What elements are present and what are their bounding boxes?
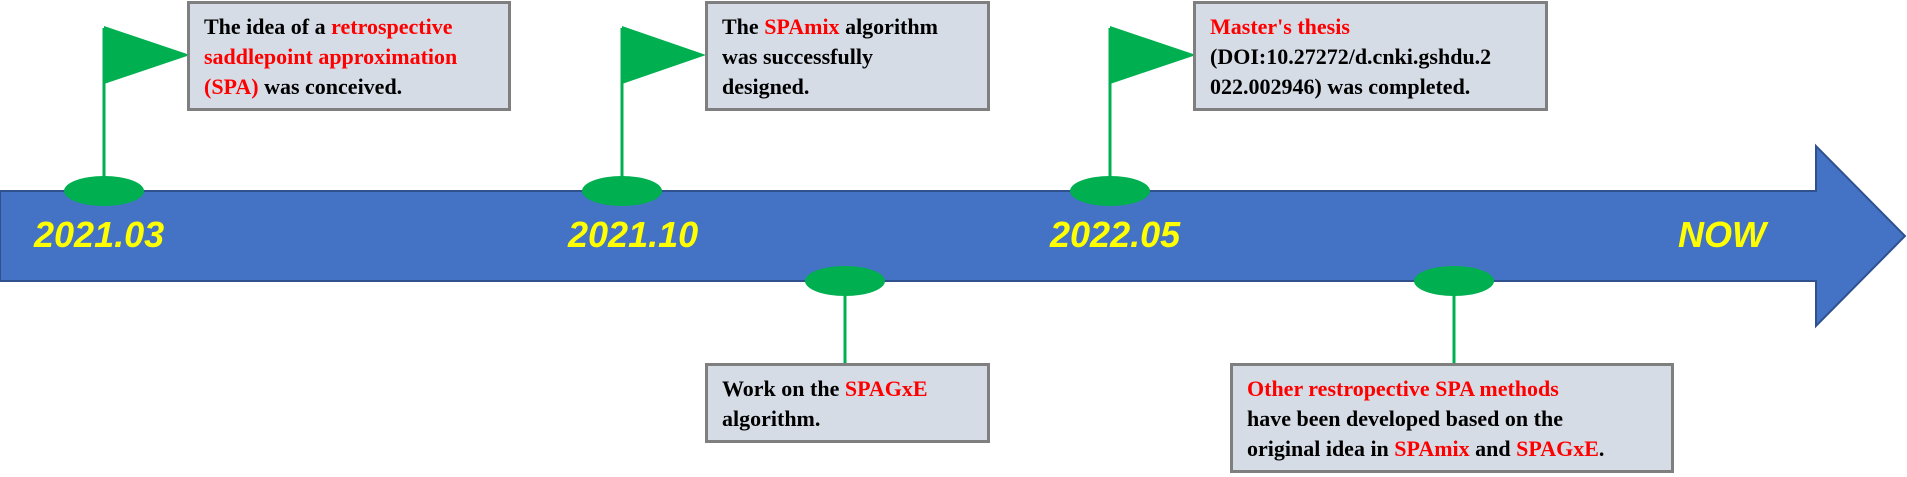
note-highlight: SPAGxE bbox=[1516, 436, 1599, 461]
note-text: was conceived. bbox=[258, 74, 403, 99]
note-text: The idea of a bbox=[204, 14, 332, 39]
note-text: algorithm. bbox=[722, 406, 821, 431]
note-text: have been developed based on the bbox=[1247, 406, 1563, 431]
date-label-now: NOW bbox=[1678, 214, 1766, 255]
note-text: designed. bbox=[722, 74, 810, 99]
note-text: algorithm bbox=[839, 14, 938, 39]
note-highlight: saddlepoint approximation bbox=[204, 44, 458, 69]
date-label-2022-05: 2022.05 bbox=[1050, 214, 1181, 255]
note-highlight: SPAGxE bbox=[844, 376, 928, 401]
note-text: 022.002946) was completed. bbox=[1210, 74, 1471, 99]
flag-marker-2022-05 bbox=[1070, 26, 1196, 206]
note-highlight: (SPA) bbox=[204, 74, 259, 99]
flag-marker-2021-10 bbox=[582, 26, 706, 206]
note-highlight: Other restropective SPA methods bbox=[1247, 376, 1559, 401]
note-highlight: SPAmix bbox=[1394, 436, 1470, 461]
note-text: Work on the bbox=[722, 376, 845, 401]
date-label-2021-10: 2021.10 bbox=[568, 214, 699, 255]
note-text: The bbox=[722, 14, 765, 39]
note-highlight: Master's thesis bbox=[1210, 14, 1350, 39]
note-highlight: SPAmix bbox=[764, 14, 840, 39]
note-spa-idea: The idea of a retrospective saddlepoint … bbox=[187, 1, 511, 111]
note-text: original idea in bbox=[1247, 436, 1395, 461]
note-text: and bbox=[1469, 436, 1517, 461]
note-spamix-designed: The SPAmix algorithm was successfully de… bbox=[705, 1, 990, 111]
pin-marker-other-methods bbox=[1414, 266, 1494, 365]
note-highlight: retrospective bbox=[331, 14, 453, 39]
note-masters-thesis: Master's thesis (DOI:10.27272/d.cnki.gsh… bbox=[1193, 1, 1548, 111]
date-label-2021-03: 2021.03 bbox=[34, 214, 165, 255]
note-text: (DOI:10.27272/d.cnki.gshdu.2 bbox=[1210, 44, 1492, 69]
note-text: . bbox=[1598, 436, 1605, 461]
timeline-arrow bbox=[0, 143, 1907, 329]
note-spagxe-work: Work on the SPAGxE algorithm. bbox=[705, 363, 990, 443]
pin-marker-spagxe bbox=[805, 266, 885, 365]
flag-marker-2021-03 bbox=[64, 26, 190, 206]
note-text: was successfully bbox=[722, 44, 873, 69]
note-other-methods: Other restropective SPA methods have bee… bbox=[1230, 363, 1674, 473]
